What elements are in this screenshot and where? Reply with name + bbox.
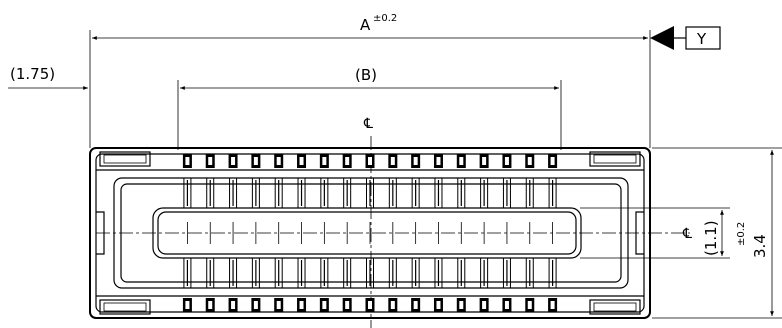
pin [502, 154, 512, 244]
datum-y-label: Y [696, 30, 707, 48]
dimension-height: 3.4 ±0.2 [652, 147, 782, 319]
pin [525, 257, 535, 312]
dimension-a-tolerance: ±0.2 [373, 13, 397, 24]
pin [548, 154, 558, 244]
pin [228, 257, 238, 312]
pin [182, 154, 192, 244]
dimension-a: A ±0.2 [89, 13, 651, 148]
pin [388, 154, 398, 244]
pin [365, 154, 375, 244]
pin [479, 154, 489, 244]
pin [274, 257, 284, 312]
centerline-symbol-right: ℄ [682, 226, 692, 242]
pin [251, 154, 261, 244]
pin [548, 257, 558, 312]
pin [365, 257, 375, 312]
pin [297, 154, 307, 244]
pin [388, 257, 398, 312]
pin [502, 257, 512, 312]
pin-row-bottom [182, 257, 558, 312]
pin [205, 257, 215, 312]
pin [433, 154, 443, 244]
pin [182, 257, 192, 312]
pin [319, 154, 329, 244]
dimension-height-tolerance: ±0.2 [736, 222, 747, 246]
dimension-offset: (1.75) [8, 65, 88, 90]
centerline-symbol-top: ℄ [363, 116, 373, 132]
pin [319, 257, 329, 312]
pin [205, 154, 215, 244]
horizontal-centerline: ℄ [96, 226, 692, 242]
pin [251, 257, 261, 312]
dimension-b-label: (B) [355, 66, 377, 84]
pin [274, 154, 284, 244]
pin [479, 257, 489, 312]
dimension-offset-label: (1.75) [10, 65, 55, 83]
pin [411, 154, 421, 244]
pin [228, 154, 238, 244]
pin-row-top [182, 154, 558, 244]
dimension-b: (B) [177, 66, 562, 150]
dimension-inner-height: (1.1) [580, 207, 730, 259]
pin [456, 257, 466, 312]
pin [342, 257, 352, 312]
dimension-height-label: 3.4 [751, 234, 769, 258]
pin [411, 257, 421, 312]
pin [456, 154, 466, 244]
dimension-a-label: A [360, 16, 371, 34]
pin [297, 257, 307, 312]
dimension-inner-height-label: (1.1) [702, 220, 720, 256]
pin [433, 257, 443, 312]
datum-y-flag: Y [650, 26, 721, 50]
pin [342, 154, 352, 244]
pin [525, 154, 535, 244]
